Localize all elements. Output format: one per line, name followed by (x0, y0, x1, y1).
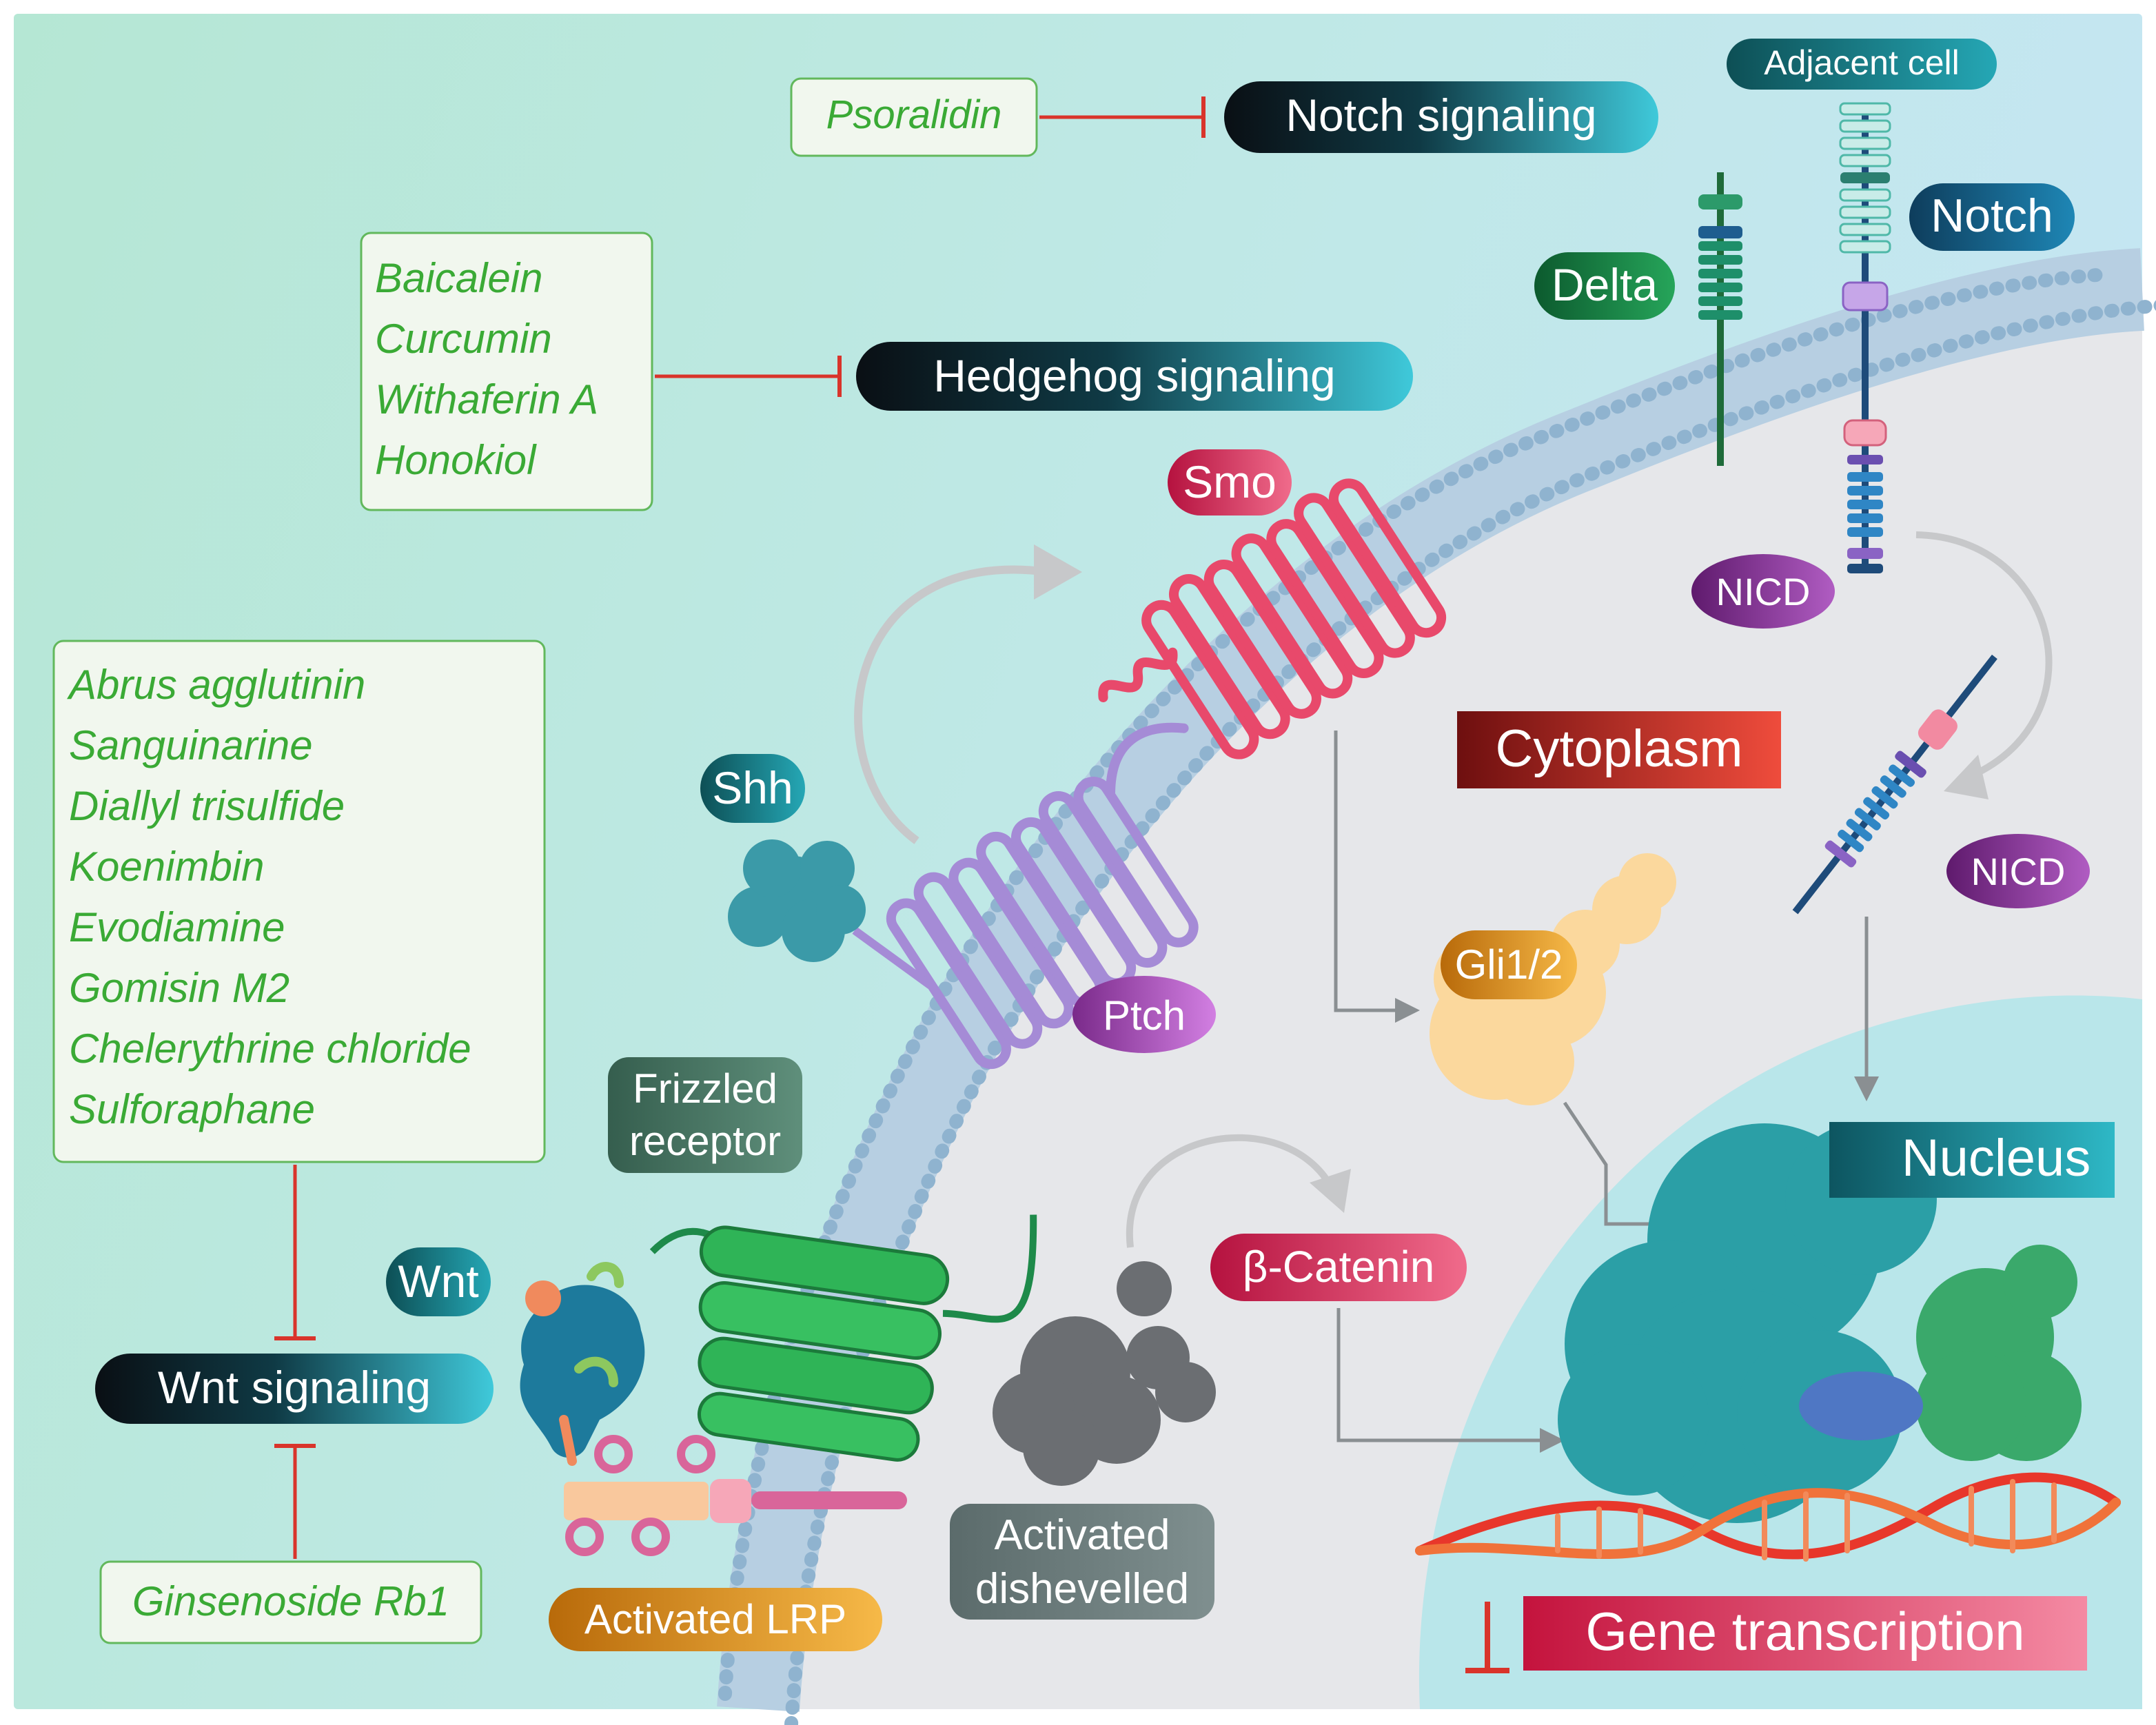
inhibit-line-notch (1039, 96, 1206, 138)
psoralidin-box (790, 77, 1038, 157)
ptch-badge (1072, 976, 1216, 1053)
gli-label: Gli1/2 (1455, 941, 1563, 988)
inhibitor-koenimbin: Koenimbin (69, 844, 265, 890)
nicd-top-label: NICD (1716, 570, 1811, 613)
notch-signaling-pill (1224, 81, 1658, 153)
inhibitor-gomisin-m2: Gomisin M2 (69, 965, 289, 1011)
ptch-to-smo-arrow (854, 565, 1048, 844)
activated-lrp-pill (549, 1588, 882, 1651)
ginsenoside-box (99, 1560, 482, 1644)
frizzled-receptor-icon (649, 1214, 1037, 1462)
inhibitor-sanguinarine: Sanguinarine (69, 722, 313, 768)
hedgehog-inhibitor-box (360, 232, 653, 511)
inhibitor-ginsenoside-rb1: Ginsenoside Rb1 (132, 1578, 449, 1624)
wnt-ligand-icon (520, 1262, 645, 1466)
catenin-to-nucleus-arrow (1336, 1308, 1544, 1442)
nicd-top-badge (1691, 554, 1835, 629)
delta-ligand-icon (1698, 172, 1742, 466)
gli-to-nucleus-arrow (1563, 1101, 1668, 1226)
frizzled-pill (608, 1057, 802, 1173)
inhibitor-withaferin-a: Withaferin A (375, 376, 598, 422)
shh-ligand-icon (728, 839, 866, 962)
adjacent-cell-pill (1727, 39, 1997, 90)
frizzled-label-line2: receptor (629, 1118, 781, 1164)
smo-pill (1168, 449, 1292, 516)
inhibit-line-hedgehog (655, 356, 842, 397)
beta-catenin-label: β-Catenin (1243, 1242, 1435, 1292)
notch-label: Notch (1931, 190, 2053, 242)
inhibit-symbol-gene (1465, 1602, 1509, 1673)
wnt-signaling-pill (95, 1354, 494, 1424)
gli-pill (1441, 930, 1577, 999)
dishevelled-label-line1: Activated (994, 1511, 1170, 1559)
smo-to-gli-arrow (1334, 731, 1399, 1012)
inhibitor-chelerythrine-chloride: Chelerythrine chloride (69, 1025, 471, 1072)
dishevelled-pill (950, 1504, 1214, 1620)
shh-label: Shh (712, 762, 793, 813)
inhibitor-baicalein: Baicalein (375, 255, 543, 301)
nucleus-pill (1829, 1122, 2115, 1198)
notch-pill (1909, 183, 2075, 251)
cytoplasm-pill (1457, 711, 1781, 788)
cleaved-nicd-icon (1792, 654, 1997, 915)
inhibitor-honokiol: Honokiol (375, 437, 537, 483)
wnt-label: Wnt (398, 1256, 478, 1307)
delta-pill (1534, 252, 1675, 320)
notch-receptor-icon (1839, 102, 1891, 573)
smo-label: Smo (1183, 456, 1277, 507)
nicd-release-arrow (1915, 531, 2053, 782)
adjacent-cell-label: Adjacent cell (1764, 43, 1960, 82)
dishevelled-to-catenin-arrow (1126, 1134, 1334, 1248)
dna-helix-icon (1415, 1472, 2121, 1562)
inhibitor-psoralidin: Psoralidin (826, 92, 1002, 137)
frizzled-label-line1: Frizzled (633, 1065, 777, 1112)
dishevelled-protein-icon (993, 1261, 1216, 1486)
gene-transcription-pill (1523, 1596, 2087, 1671)
cytoplasm-label: Cytoplasm (1496, 719, 1743, 778)
inhibit-line-wnt-upper (274, 1165, 316, 1340)
inhibitor-curcumin: Curcumin (375, 316, 552, 362)
wnt-signaling-label: Wnt signaling (158, 1362, 431, 1413)
inhibit-line-wnt-lower (274, 1444, 316, 1559)
inhibitor-diallyl-trisulfide: Diallyl trisulfide (69, 783, 345, 829)
transcription-complex-icon (1558, 1123, 2082, 1523)
nicd-bottom-label: NICD (1971, 850, 2066, 893)
ptch-label: Ptch (1103, 992, 1186, 1039)
ptch-receptor-icon (886, 722, 1199, 1070)
wnt-inhibitor-box (52, 640, 546, 1163)
ptch-tail (852, 927, 933, 989)
beta-catenin-pill (1210, 1234, 1467, 1301)
shh-pill (700, 754, 805, 823)
wnt-pill (386, 1247, 491, 1316)
hedgehog-signaling-pill (856, 342, 1413, 411)
notch-signaling-label: Notch signaling (1285, 90, 1596, 141)
nucleus-label: Nucleus (1902, 1129, 2091, 1187)
inhibitor-evodiamine: Evodiamine (69, 904, 285, 950)
inhibitor-sulforaphane: Sulforaphane (69, 1086, 315, 1132)
inhibitor-abrus-agglutinin: Abrus agglutinin (67, 662, 365, 708)
lrp-receptor-icon (564, 1435, 907, 1556)
nicd-bottom-badge (1946, 834, 2090, 908)
delta-label: Delta (1552, 259, 1658, 310)
gene-transcription-label: Gene transcription (1585, 1601, 2024, 1662)
activated-lrp-label: Activated LRP (584, 1596, 846, 1642)
smo-receptor-icon (1098, 478, 1447, 759)
hedgehog-signaling-label: Hedgehog signaling (933, 350, 1335, 401)
dishevelled-label-line2: dishevelled (975, 1565, 1189, 1613)
